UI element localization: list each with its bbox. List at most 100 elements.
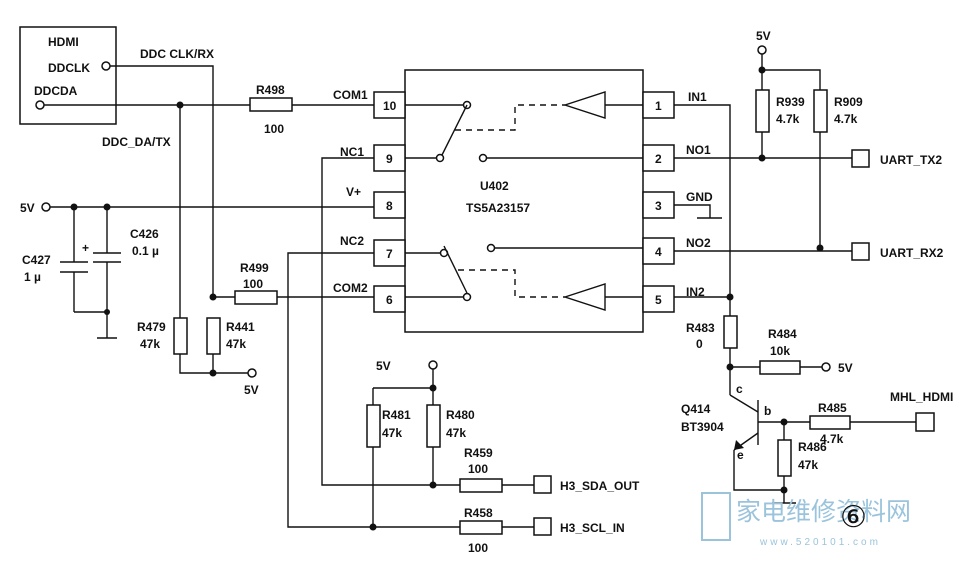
junction-pullup	[209, 369, 217, 377]
resistor-r939	[755, 89, 770, 133]
sw1-control-dash	[455, 104, 565, 131]
net-in2: IN2	[686, 285, 705, 299]
resistor-r481	[366, 404, 381, 448]
ic-pin-3	[642, 191, 675, 219]
ic-pin-7	[373, 239, 406, 267]
q414-pin-e: e	[737, 448, 744, 462]
r459-ref: R459	[464, 446, 493, 460]
net-vplus: V+	[346, 185, 361, 199]
capacitor-c426	[93, 207, 121, 312]
r480-ref: R480	[446, 408, 475, 422]
r498-value: 100	[264, 122, 284, 136]
wire-5v-h3	[372, 369, 434, 405]
r483-value: 0	[696, 337, 703, 351]
junction-rx	[816, 244, 824, 252]
net-uart-tx2: UART_TX2	[880, 153, 942, 167]
r441-ref: R441	[226, 320, 255, 334]
r479-value: 47k	[140, 337, 160, 351]
resistor-r498	[249, 97, 293, 112]
ic-pin-3-label: 3	[655, 199, 662, 213]
net-no1: NO1	[686, 143, 711, 157]
ic-pin-8	[373, 191, 406, 219]
r939-ref: R939	[776, 95, 805, 109]
terminal-5v-h3	[428, 360, 438, 370]
junction-gnd-q414	[780, 486, 788, 494]
r484-value: 10k	[770, 344, 790, 358]
resistor-r484	[759, 360, 801, 375]
q414-pin-b: b	[764, 404, 771, 418]
label-5v-left: 5V	[20, 201, 35, 215]
ic-pin-4-label: 4	[655, 245, 662, 259]
r479-ref: R479	[137, 320, 166, 334]
watermark-cn: 家电维修资料网	[736, 498, 911, 526]
r499-value: 100	[243, 277, 263, 291]
hdmi-ddcda-terminal	[35, 100, 45, 110]
c427-plus: +	[82, 241, 89, 255]
q414-pin-c: c	[736, 382, 743, 396]
net-no2: NO2	[686, 236, 711, 250]
connector-mhl-hdmi	[915, 412, 935, 432]
ic-pin-6	[373, 285, 406, 313]
ic-pin-5	[642, 285, 675, 313]
ic-pin-2-label: 2	[655, 152, 662, 166]
r441-value: 47k	[226, 337, 246, 351]
hdmi-title: HDMI	[48, 35, 79, 49]
r481-ref: R481	[382, 408, 411, 422]
r458-ref: R458	[464, 506, 493, 520]
resistor-r485	[809, 415, 851, 430]
page-mark: ⑥	[840, 501, 867, 534]
watermark-logo-icon	[701, 492, 731, 541]
capacitor-c427	[60, 207, 88, 312]
q414-collector	[729, 394, 759, 413]
r481-value: 47k	[382, 426, 402, 440]
terminal-5v-r484	[821, 362, 831, 372]
hdmi-connector-box	[19, 26, 117, 125]
resistor-r909	[813, 89, 828, 133]
connector-uart-rx2	[851, 242, 870, 261]
terminal-5v-top	[757, 45, 767, 55]
net-mhl-hdmi: MHL_HDMI	[890, 390, 953, 404]
ic-pin-7-label: 7	[386, 247, 393, 261]
resistor-r458	[459, 520, 503, 535]
net-ddc-da-tx: DDC_DA/TX	[102, 135, 171, 149]
r499-ref: R499	[240, 261, 269, 275]
resistor-r499	[234, 290, 278, 305]
hdmi-ddclk-terminal	[101, 61, 111, 71]
ic-pin-10	[373, 91, 406, 119]
sw1-no-contact	[478, 153, 488, 163]
q414-ref: Q414	[681, 402, 711, 416]
c426-value: 0.1 µ	[132, 244, 159, 258]
net-com1: COM1	[333, 88, 368, 102]
wire-nc1-sda	[321, 157, 460, 486]
ic-pin-10-label: 10	[383, 99, 397, 113]
r909-value: 4.7k	[834, 112, 858, 126]
label-5v-h3: 5V	[376, 359, 391, 373]
r486-ref: R486	[798, 440, 827, 454]
junction-5v-top	[758, 66, 766, 74]
hdmi-ddcda-label: DDCDA	[34, 84, 78, 98]
wire-ddc-clk	[110, 65, 214, 297]
sw2-no-contact	[486, 243, 496, 253]
junction-scl	[369, 523, 377, 531]
junction-sda	[429, 481, 437, 489]
wire-in1	[674, 104, 731, 297]
junction-cap-gnd	[104, 309, 110, 315]
r459-value: 100	[468, 462, 488, 476]
ic-pin-9-label: 9	[386, 152, 393, 166]
wire-pullups-down	[761, 132, 821, 248]
sw2-com-contact	[462, 292, 472, 302]
r498-ref: R498	[256, 83, 285, 97]
hdmi-ddclk-label: DDCLK	[48, 61, 90, 75]
net-ddc-clk-rx: DDC CLK/RX	[140, 47, 214, 61]
resistor-r483	[723, 315, 738, 349]
watermark-url: www.520101.com	[759, 537, 881, 548]
net-h3-scl-in: H3_SCL_IN	[560, 521, 625, 535]
connector-uart-tx2	[851, 149, 870, 168]
resistor-r480	[426, 404, 441, 448]
resistor-r441	[206, 317, 221, 355]
q414-emitter-arrow	[734, 440, 744, 450]
ic-pin-5-label: 5	[655, 293, 662, 307]
net-in1: IN1	[688, 90, 707, 104]
ic-pin-4	[642, 237, 675, 265]
